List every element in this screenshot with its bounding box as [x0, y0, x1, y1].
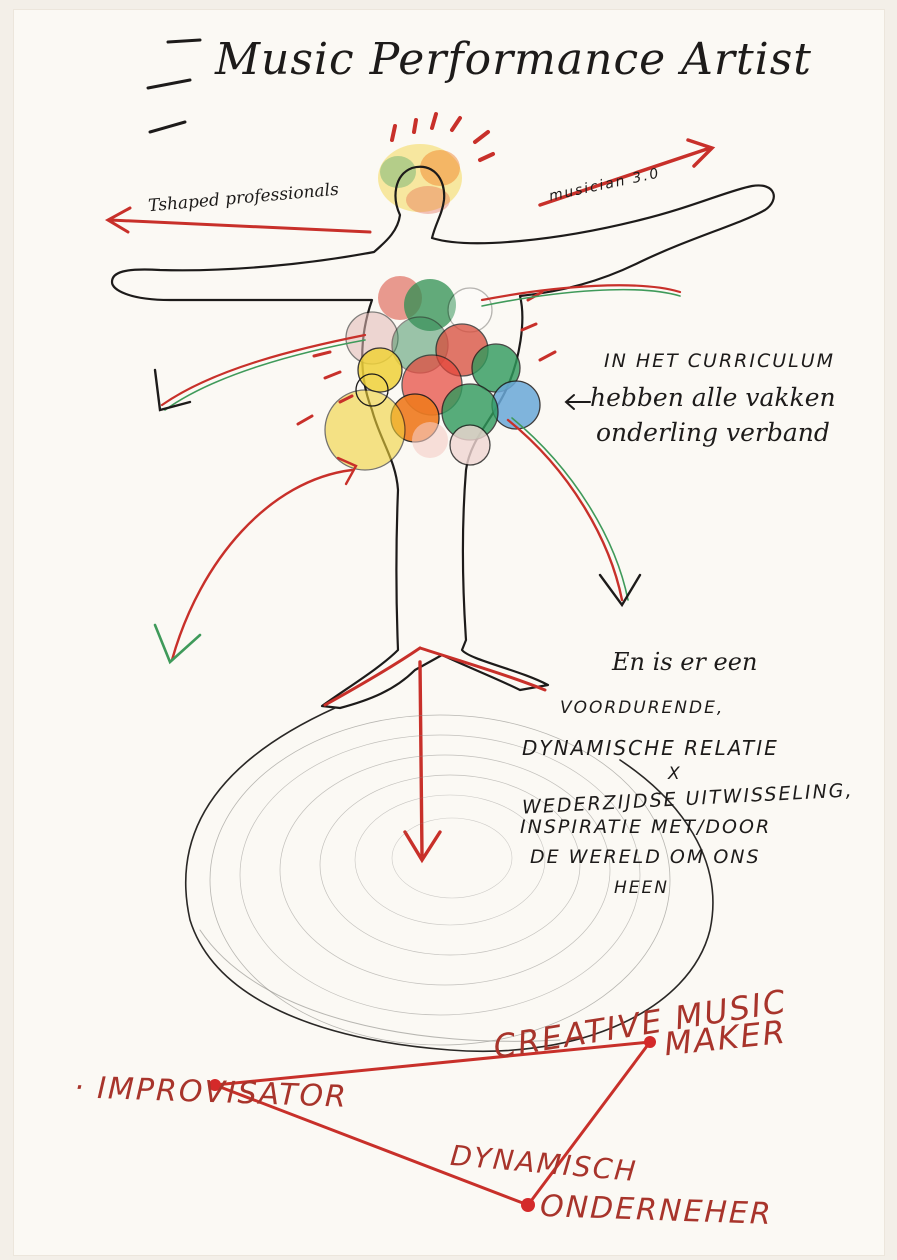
curriculum-line-1: IN HET CURRICULUM [604, 352, 835, 371]
ground-strokes [325, 648, 545, 705]
role-ondernemer: ONDERNEHER [540, 1192, 774, 1230]
curriculum-line-3: onderling verband [596, 420, 830, 445]
curriculum-left-arrow-icon [562, 392, 592, 412]
relation-line-3: DYNAMISCHE RELATIE [522, 738, 779, 758]
relation-line-7: DE WERELD OM ONS [530, 848, 761, 867]
relation-line-6: INSPIRATIE MET/DOOR [520, 818, 771, 837]
relation-line-8: HEEN [614, 880, 669, 897]
title-accent-strokes [148, 40, 200, 132]
curriculum-line-2: hebben alle vakken [590, 385, 836, 410]
page-title: Music Performance Artist [215, 38, 812, 82]
head-glow [378, 144, 462, 214]
relation-line-4: X [668, 766, 682, 783]
t-shaped-arrow [108, 208, 370, 232]
central-down-arrow [405, 662, 440, 860]
relation-line-1: En is er een [612, 650, 757, 674]
relation-line-2: VOORDURENDE, [560, 700, 724, 717]
curriculum-circles [325, 276, 540, 470]
